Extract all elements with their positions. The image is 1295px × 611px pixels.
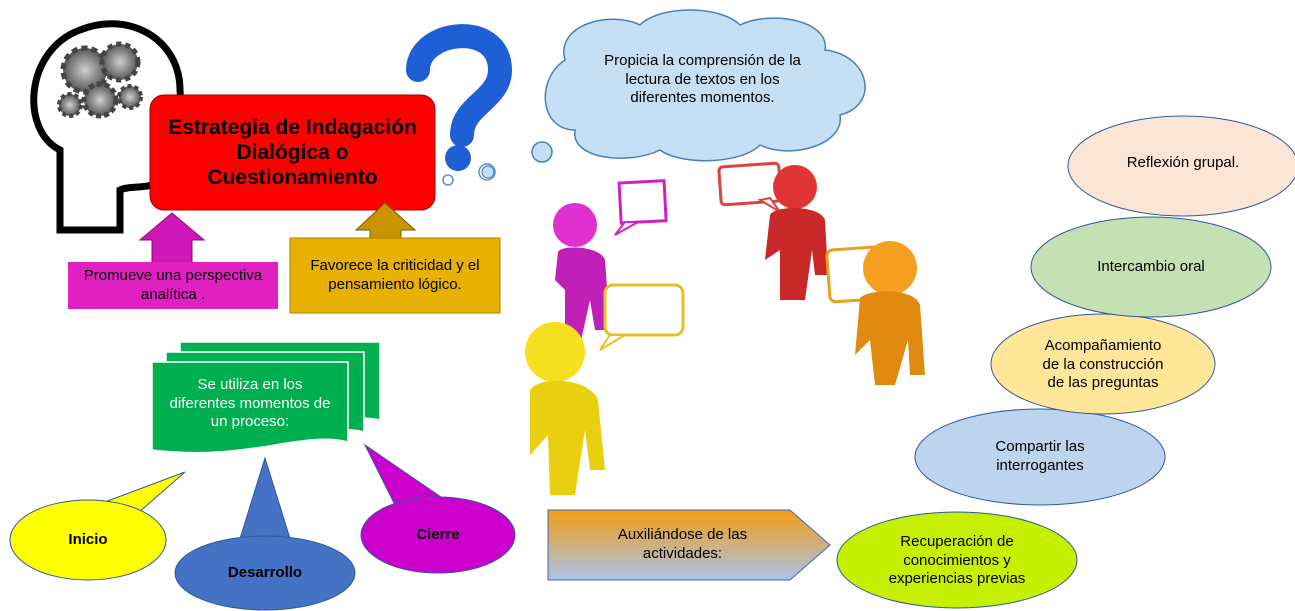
thought-cloud <box>481 9 866 179</box>
question-mark-icon <box>406 24 513 186</box>
moment-inicio: Inicio <box>68 530 108 548</box>
activity-4-text: Intercambio oral <box>1097 257 1205 275</box>
activity-ellipse-1 <box>836 511 1078 609</box>
usage-text: Se utiliza en los diferentes momentos de… <box>169 375 331 431</box>
benefit-box-2 <box>289 237 501 314</box>
arrow-text: Auxiliándose de las actividades: <box>617 526 748 562</box>
activity-2-text: Compartir las interrogantes <box>995 438 1085 474</box>
cloud-text: Propicia la comprensión de la lectura de… <box>604 51 801 107</box>
callout-cierre <box>360 443 516 574</box>
activity-3-text: Acompañamiento de la construcción de las… <box>1042 336 1164 392</box>
activity-5-text: Reflexión grupal. <box>1126 153 1240 171</box>
benefit-2-text: Favorece la criticidad y el pensamiento … <box>310 256 480 293</box>
up-arrow-magenta <box>138 212 206 264</box>
callout-inicio <box>9 471 186 581</box>
activity-1-text: Recuperación de conocimientos y experien… <box>888 532 1026 588</box>
activities-arrow <box>547 509 831 581</box>
callout-desarrollo <box>174 456 356 611</box>
activity-ellipse-5 <box>1067 115 1295 217</box>
usage-stack <box>151 341 381 454</box>
activity-ellipse-4 <box>1030 216 1272 318</box>
moment-desarrollo: Desarrollo <box>227 563 303 581</box>
head-gears-icon <box>30 20 190 234</box>
people-speech-icon <box>525 161 925 495</box>
title-box <box>149 94 436 211</box>
moment-cierre: Cierre <box>416 525 460 543</box>
benefit-1-text: Promueve una perspectiva analítica . <box>83 266 263 303</box>
activity-ellipse-2 <box>914 408 1166 506</box>
diagram-title: Estrategia de Indagación Dialógica o Cue… <box>168 115 417 190</box>
activity-ellipse-3 <box>990 313 1216 415</box>
benefit-box-1 <box>68 262 278 309</box>
